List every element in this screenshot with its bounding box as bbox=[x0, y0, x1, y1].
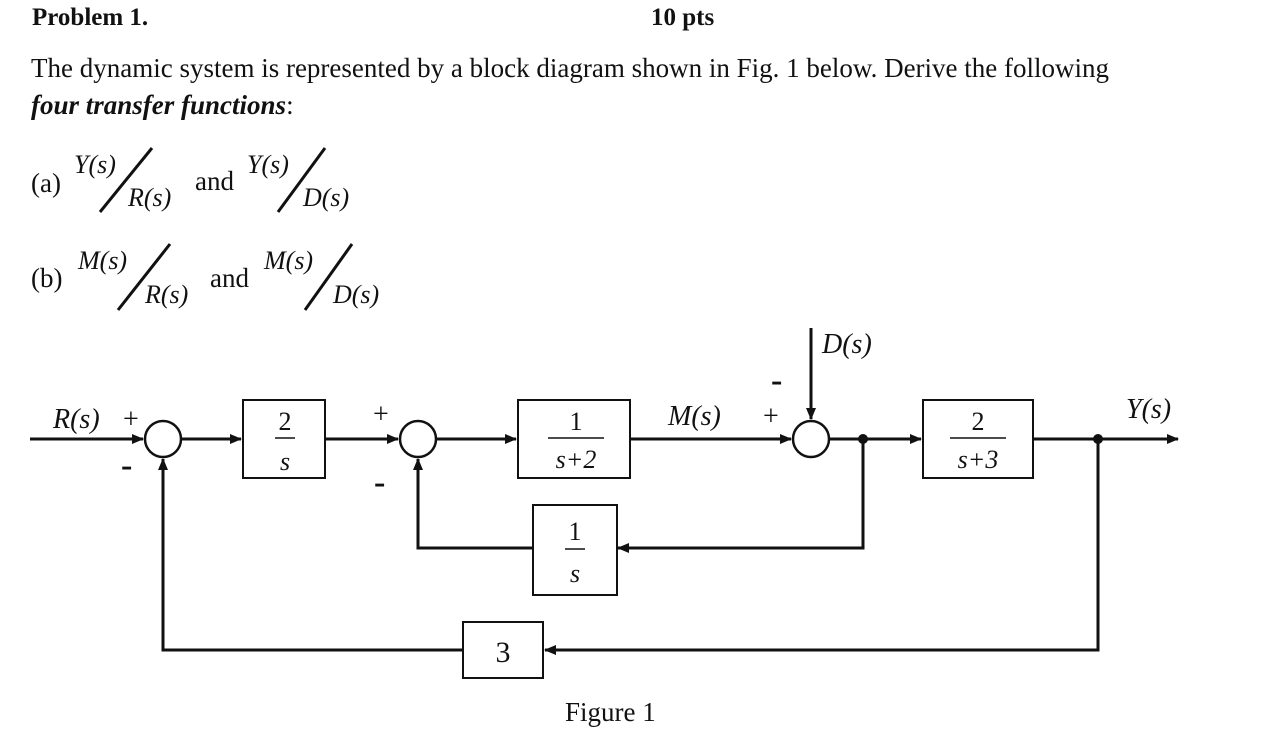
problem-statement-emphasis-line: four transfer functions: bbox=[31, 90, 294, 121]
block-plant2-denominator: s+3 bbox=[958, 445, 999, 474]
part-b-label: (b) bbox=[31, 263, 63, 293]
part-b-f2-slash bbox=[303, 243, 354, 311]
block-inner-feedback bbox=[532, 504, 618, 596]
part-a-and: and bbox=[195, 166, 234, 196]
block-inner-feedback-numerator: 1 bbox=[569, 517, 582, 546]
block-plant2-numerator: 2 bbox=[972, 407, 985, 436]
part-a-f2-slash bbox=[276, 147, 327, 213]
figure-caption: Figure 1 bbox=[565, 697, 656, 727]
sum2-plus-sign: + bbox=[373, 399, 389, 430]
summing-junction-1 bbox=[143, 419, 183, 459]
part-b-f1-denominator: R(s) bbox=[145, 280, 189, 309]
part-a-label: (a) bbox=[31, 168, 61, 198]
block-integrator-gain-numerator: 2 bbox=[279, 407, 292, 436]
inner-feedback-return bbox=[413, 458, 533, 550]
block-outer-feedback-value: 3 bbox=[496, 636, 511, 669]
pickoff-point-inner bbox=[858, 434, 868, 444]
part-b-f1-numerator: M(s) bbox=[78, 246, 128, 275]
sum1-plus-sign: + bbox=[123, 404, 139, 435]
sum1-minus-sign: - bbox=[121, 447, 132, 484]
problem-points: 10 pts bbox=[651, 4, 715, 31]
emphasis-text: four transfer functions bbox=[31, 90, 287, 120]
emphasis-colon: : bbox=[286, 90, 294, 120]
part-a-f2-denominator: D(s) bbox=[303, 183, 350, 212]
sum3-plus-sign: + bbox=[763, 401, 779, 432]
problem-statement: The dynamic system is represented by a b… bbox=[31, 53, 1110, 83]
part-b-f1-slash bbox=[116, 243, 172, 311]
summing-junction-3 bbox=[791, 419, 831, 459]
block-inner-feedback-denominator: s bbox=[570, 559, 580, 588]
part-b-f2-numerator: M(s) bbox=[264, 246, 314, 275]
signal-label-input: R(s) bbox=[52, 404, 100, 435]
signal-label-disturbance: D(s) bbox=[821, 329, 872, 360]
signal-label-intermediate: M(s) bbox=[667, 401, 721, 432]
signal-label-output: Y(s) bbox=[1126, 394, 1171, 425]
part-b-f2-denominator: D(s) bbox=[333, 280, 380, 309]
part-a-f1-slash bbox=[98, 147, 154, 213]
block-plant1-denominator: s+2 bbox=[556, 445, 597, 474]
outer-feedback-path bbox=[544, 439, 1100, 655]
summing-junction-2 bbox=[398, 419, 438, 459]
sum2-minus-sign: - bbox=[374, 464, 385, 501]
problem-title: Problem 1. bbox=[32, 4, 149, 31]
part-a-f1-numerator: Y(s) bbox=[74, 150, 116, 179]
block-integrator-gain-denominator: s bbox=[280, 447, 290, 476]
pickoff-point-outer bbox=[1093, 434, 1103, 444]
block-plant1-numerator: 1 bbox=[570, 407, 583, 436]
outer-feedback-return bbox=[158, 458, 463, 652]
inner-feedback-path bbox=[617, 439, 865, 553]
part-a-f1-denominator: R(s) bbox=[128, 183, 172, 212]
sum3-minus-sign: - bbox=[771, 362, 782, 399]
part-a-f2-numerator: Y(s) bbox=[247, 150, 289, 179]
part-b-and: and bbox=[210, 263, 249, 293]
